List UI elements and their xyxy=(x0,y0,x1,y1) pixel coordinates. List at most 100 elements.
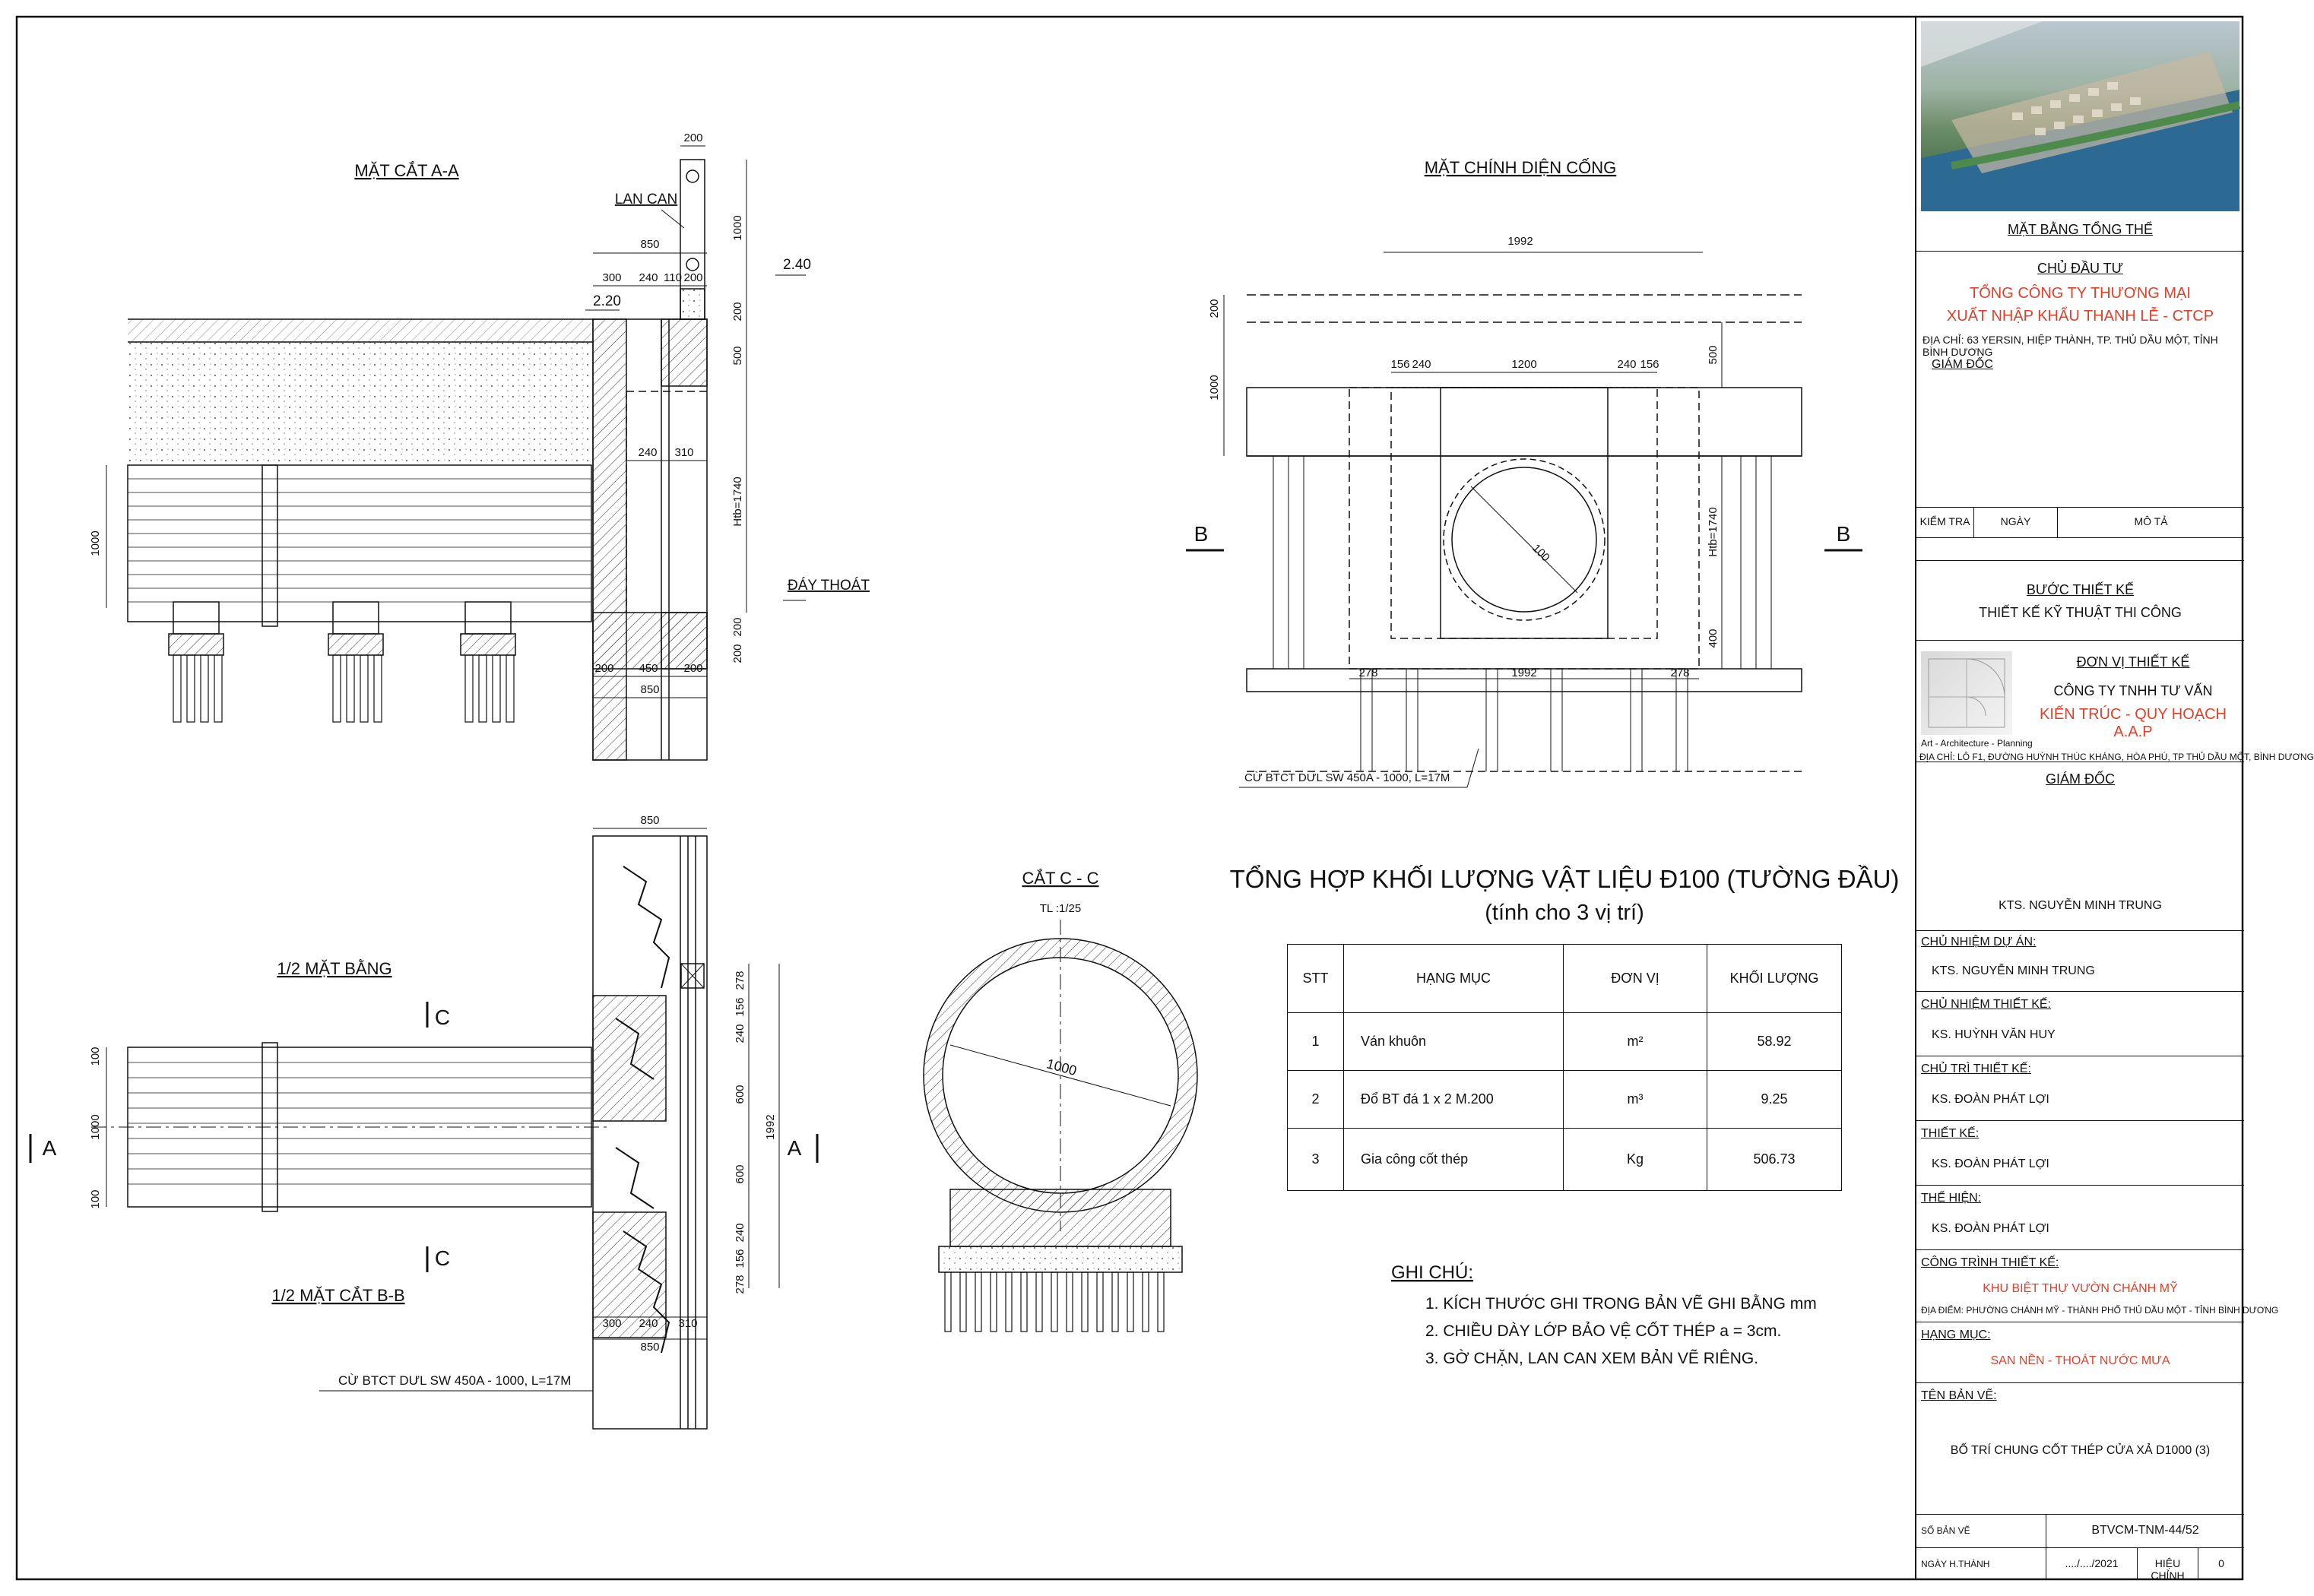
director-section: GIÁM ĐỐC KTS. NGUYỄN MINH TRUNG xyxy=(1916,762,2244,917)
dim-1740-wall: Htb=1740 xyxy=(731,477,744,526)
dim-850-plan-top: 850 xyxy=(640,814,659,827)
dim-240-plan: 240 xyxy=(639,1317,658,1330)
project-label: CÔNG TRÌNH THIẾT KẾ: xyxy=(1921,1256,2059,1269)
design-chair-section: CHỦ TRÌ THIẾT KẾ: KS. ĐOÀN PHÁT LỢI xyxy=(1916,1056,2244,1120)
dim-156-pb: 156 xyxy=(734,1249,747,1268)
dim-1200: 1200 xyxy=(1511,358,1536,371)
project-section: CÔNG TRÌNH THIẾT KẾ: KHU BIỆT THỰ VƯỜN C… xyxy=(1916,1249,2279,1322)
designer-name-2: KIẾN TRÚC - QUY HOẠCH A.A.P xyxy=(2040,706,2227,740)
volume-table-subtitle: (tính cho 3 vị trí) xyxy=(1485,901,1644,925)
table-row: 1 Ván khuôn m² 58.92 xyxy=(1287,1012,1842,1071)
marker-a-left: A xyxy=(43,1136,57,1160)
dim-400-fv: 400 xyxy=(1707,629,1720,648)
day-thoat-label: ĐÁY THOÁT xyxy=(788,578,870,594)
owner-name-1: TỔNG CÔNG TY THƯƠNG MẠI xyxy=(1970,285,2191,302)
marker-a-right: A xyxy=(788,1136,802,1160)
dim-500-fv: 500 xyxy=(1707,345,1720,364)
dim-1000-post: 1000 xyxy=(731,215,744,240)
director-2-label: GIÁM ĐỐC xyxy=(2045,771,2115,787)
dim-200-post: 200 xyxy=(731,302,744,321)
master-plan-image xyxy=(1921,21,2241,211)
designer-person-section: THIẾT KẾ: KS. ĐOÀN PHÁT LỢI xyxy=(1916,1120,2244,1185)
note-1: 1. KÍCH THƯỚC GHI TRONG BẢN VẼ GHI BẰNG … xyxy=(1425,1294,1817,1313)
dim-240-pb: 240 xyxy=(734,1223,747,1242)
col-unit: ĐƠN VỊ xyxy=(1563,944,1707,1013)
dim-156-pt: 156 xyxy=(734,997,747,1016)
dim-278-l: 278 xyxy=(1358,667,1377,679)
owner-director: GIÁM ĐỐC xyxy=(1932,358,1993,371)
pile-label-fv: CỪ BTCT DƯL SW 450A - 1000, L=17M xyxy=(1244,771,1450,784)
sheet-no: BTVCM-TNM-44/52 xyxy=(2046,1515,2244,1548)
project-location: ĐỊA ĐIỂM: PHƯỜNG CHÁNH MỸ - THÀNH PHỐ TH… xyxy=(1921,1305,2279,1316)
drafter-section: THỂ HIỆN: KS. ĐOÀN PHÁT LỢI xyxy=(1916,1185,2244,1249)
marker-c-bottom: C xyxy=(435,1246,450,1270)
date-value: ..../..../2021 xyxy=(2046,1548,2137,1580)
dim-310-mid: 310 xyxy=(674,446,693,459)
section-aa-view: MẶT CẮT A-A xyxy=(89,131,870,761)
dim-240-pt: 240 xyxy=(734,1024,747,1043)
row-item: Gia công cốt thép xyxy=(1343,1128,1564,1191)
dim-110: 110 xyxy=(664,271,682,284)
date-row: NGÀY H.THÀNH ..../..../2021 HIỆU CHỈNH 0 xyxy=(1916,1547,2244,1582)
stage-value: THIẾT KẾ KỸ THUẬT THI CÔNG xyxy=(1979,605,2182,620)
dim-240-l: 240 xyxy=(1412,358,1431,371)
designer-p-name: KS. ĐOÀN PHÁT LỢI xyxy=(1932,1157,2049,1170)
lan-can-label: LAN CAN xyxy=(615,192,677,207)
dim-200-base2: 200 xyxy=(731,644,744,663)
drafter-label: THỂ HIỆN: xyxy=(1921,1192,1982,1205)
designer-name-1: CÔNG TY TNHH TƯ VẤN xyxy=(2053,683,2213,698)
sheet-border xyxy=(15,15,2244,1581)
table-row: 3 Gia công cốt thép Kg 506.73 xyxy=(1287,1128,1842,1191)
design-lead-name: KS. HUỲNH VĂN HUY xyxy=(1932,1028,2056,1041)
designer-p-label: THIẾT KẾ: xyxy=(1921,1127,1980,1140)
half-plan-title: 1/2 MẶT BẰNG xyxy=(277,959,391,978)
row-item: Ván khuôn xyxy=(1343,1012,1564,1071)
dim-850-plan-bot: 850 xyxy=(640,1341,659,1354)
section-cc-scale: TL :1/25 xyxy=(1040,902,1081,915)
dim-500-wall: 500 xyxy=(731,346,744,365)
section-aa-title: MẶT CẮT A-A xyxy=(354,161,459,180)
design-chair-name: KS. ĐOÀN PHÁT LỢI xyxy=(1932,1093,2049,1106)
marker-c-top: C xyxy=(435,1005,450,1029)
dim-200-r: 200 xyxy=(683,271,702,284)
dim-850-top: 850 xyxy=(640,238,659,251)
dim-1740-fv: Htb=1740 xyxy=(1707,507,1720,556)
dim-100-circle: 100 xyxy=(1529,542,1552,565)
volume-table: STT HẠNG MỤC ĐƠN VỊ KHỐI LƯỢNG 1 Ván khu… xyxy=(1287,944,1842,1191)
director-2-name: KTS. NGUYỄN MINH TRUNG xyxy=(1999,899,2162,912)
row-stt: 3 xyxy=(1287,1128,1344,1191)
dim-300-plan: 300 xyxy=(602,1317,621,1330)
dim-200-fv: 200 xyxy=(1208,299,1221,318)
dim-1000-plan: 1000 xyxy=(89,1114,102,1139)
dim-450-b: 450 xyxy=(639,662,658,675)
dim-278-r: 278 xyxy=(1670,667,1689,679)
pm-section: CHỦ NHIỆM DỰ ÁN: KTS. NGUYỄN MINH TRUNG xyxy=(1916,930,2244,991)
row-unit: m² xyxy=(1563,1012,1707,1071)
revision-value: 0 xyxy=(2198,1548,2244,1580)
elev-220: 2.20 xyxy=(593,293,621,309)
category-label: HẠNG MỤC: xyxy=(1921,1328,1991,1341)
category-name: SAN NỀN - THOÁT NƯỚC MƯA xyxy=(1990,1354,2170,1367)
drawing-sheet: MẶT CẮT A-A xyxy=(15,15,2244,1581)
notes-title: GHI CHÚ: xyxy=(1391,1262,1473,1283)
half-plan-view: 1/2 MẶT BẰNG 1/2 MẶT CẮT B-B 850 30 xyxy=(29,814,819,1430)
logo-text: Art - Architecture - Planning xyxy=(1921,738,2033,749)
dim-156-l: 156 xyxy=(1390,358,1409,371)
drafter-name: KS. ĐOÀN PHÁT LỢI xyxy=(1932,1222,2049,1235)
design-lead-label: CHỦ NHIỆM THIẾT KẾ: xyxy=(1921,998,2051,1011)
table-row: 2 Đổ BT đá 1 x 2 M.200 m³ 9.25 xyxy=(1287,1070,1842,1129)
dim-600-pt: 600 xyxy=(734,1085,747,1104)
project-name: KHU BIỆT THỰ VƯỜN CHÁNH MỸ xyxy=(1983,1282,2178,1295)
dim-200-base1: 200 xyxy=(731,617,744,636)
note-3: 3. GỜ CHẶN, LAN CAN XEM BẢN VẼ RIÊNG. xyxy=(1425,1349,1758,1367)
rev-col-desc: MÔ TẢ xyxy=(2057,508,2244,538)
volume-table-title: TỔNG HỢP KHỐI LƯỢNG VẬT LIỆU Ð100 (TƯỜNG… xyxy=(1230,864,1900,893)
row-qty: 58.92 xyxy=(1707,1012,1842,1071)
pm-label: CHỦ NHIỆM DỰ ÁN: xyxy=(1921,936,2037,948)
owner-name-2: XUẤT NHẬP KHẨU THANH LỄ - CTCP xyxy=(1946,308,2214,325)
drawing-title-section: TÊN BẢN VẼ: BỐ TRÍ CHUNG CỐT THÉP CỬA XẢ… xyxy=(1916,1382,2244,1514)
half-section-bb-title: 1/2 MẶT CẮT B-B xyxy=(271,1286,404,1305)
dim-240-r: 240 xyxy=(1617,358,1636,371)
revision-row xyxy=(1916,537,2244,560)
row-qty: 506.73 xyxy=(1707,1128,1842,1191)
